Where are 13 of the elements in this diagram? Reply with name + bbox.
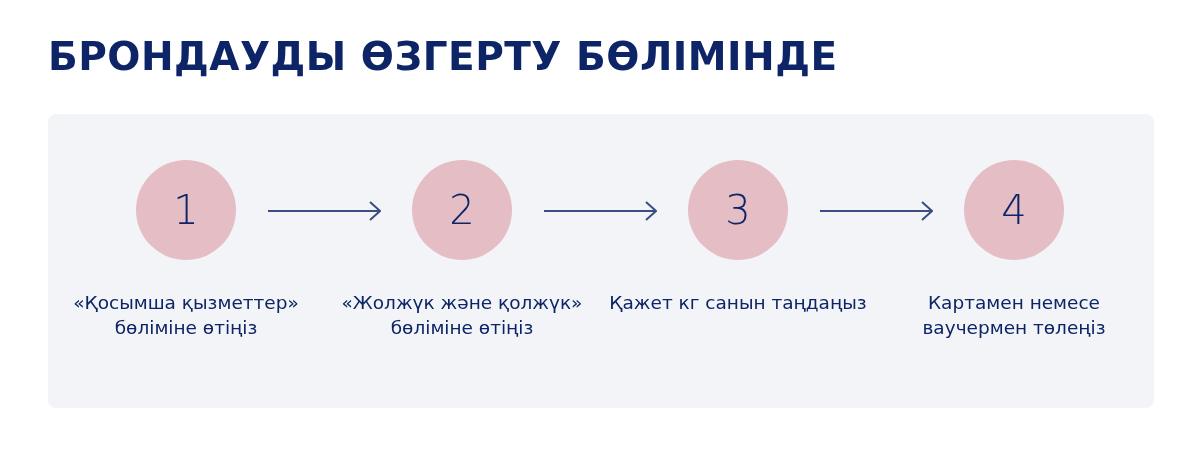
- arrow: [267, 201, 381, 221]
- arrow: [543, 201, 657, 221]
- step-caption: «Жолжүк және қолжүк» бөліміне өтіңіз: [340, 291, 584, 340]
- step-caption: Қажет кг санын таңдаңыз: [608, 291, 868, 315]
- panel-background: [48, 114, 1154, 408]
- step-caption: «Қосымша қызметтер» бөліміне өтіңіз: [72, 291, 300, 340]
- step-caption: Картамен немесе ваучермен төлеңіз: [921, 291, 1107, 340]
- step-number: 2: [449, 187, 475, 233]
- step-number: 4: [1001, 187, 1027, 233]
- step-number: 1: [173, 187, 199, 233]
- title: БРОНДАУДЫ ӨЗГЕРТУ БӨЛІМІНДЕ: [48, 34, 838, 79]
- arrow: [819, 201, 933, 221]
- step-number: 3: [725, 187, 751, 233]
